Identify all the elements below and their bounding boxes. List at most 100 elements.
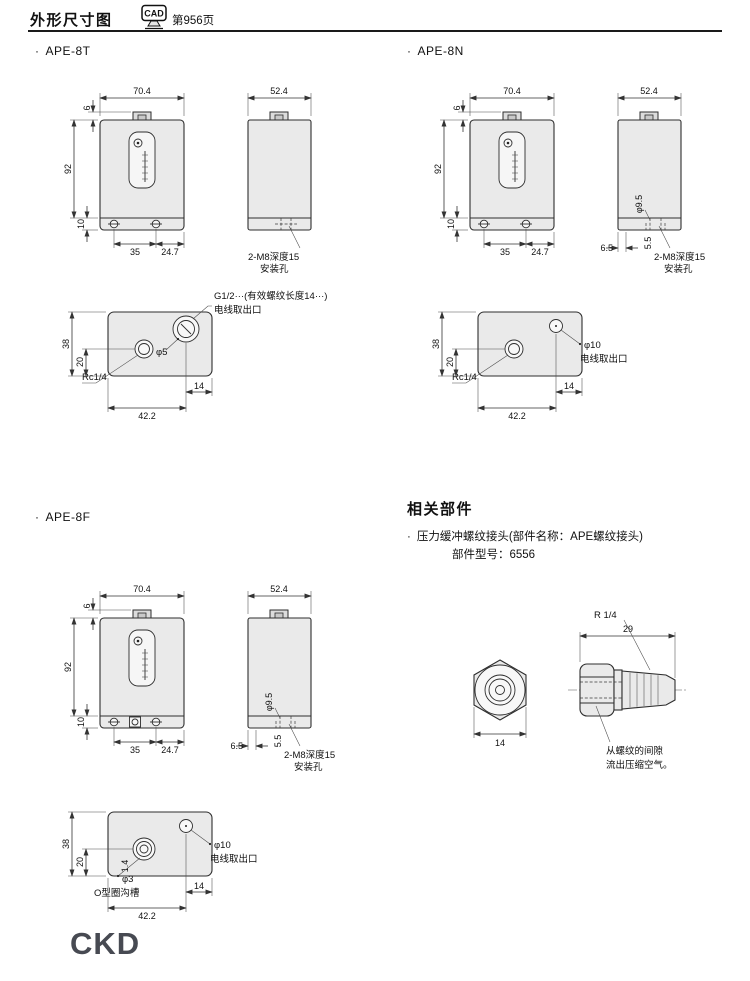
dim-base: 10 [76, 219, 86, 229]
dim-l2: 14 [194, 381, 204, 391]
dim-pitch1: 35 [130, 745, 140, 755]
mount-hole-note2: 安装孔 [664, 263, 693, 275]
dim-p: 20 [75, 357, 85, 367]
dim-depth: 52.4 [270, 86, 288, 96]
mount-hole-note: 2-M8深度15 [654, 251, 705, 263]
dim-length: 29 [623, 624, 633, 634]
dim-pitch1: 35 [500, 247, 510, 257]
ape8n-label: APE-8N [417, 44, 464, 58]
dim-offset: 6.5 [600, 243, 613, 253]
related-desc-text: 压力缓冲螺纹接头(部件名称：APE螺纹接头) [416, 531, 644, 543]
mount-hole-note2: 安装孔 [294, 761, 323, 773]
dim-p: 20 [75, 857, 85, 867]
dim-height: 92 [63, 662, 73, 672]
dim-base: 10 [76, 717, 86, 727]
dim-cb-depth: 5.5 [643, 237, 653, 250]
cad-icon[interactable]: CAD [139, 4, 169, 36]
ckd-logo: CKD [70, 926, 141, 961]
hole-dia-label: φ5 [156, 347, 167, 358]
dim-depth: 52.4 [640, 86, 658, 96]
bullet: · [35, 510, 40, 524]
dim-top: 6 [82, 603, 92, 608]
dim-across-flats: 14 [495, 738, 505, 748]
port-label: Rc1/4 [452, 372, 477, 383]
dim-width: 70.4 [133, 584, 151, 594]
mount-screw-left [108, 219, 120, 229]
dim-depth: 52.4 [270, 584, 288, 594]
dim-p: 20 [445, 357, 455, 367]
dim-l2: 14 [564, 381, 574, 391]
dim-height: 92 [433, 164, 443, 174]
fitting-front-view: 14 [473, 659, 527, 748]
related-parts-title: 相关部件 [407, 501, 474, 518]
ape8f-front-view: 70.4 6 92 10 [63, 584, 185, 755]
fitting-side-view: 29 R 1/4 从螺纹的间隙 流出压缩空气。 [568, 610, 688, 771]
dim-pitch1: 35 [130, 247, 140, 257]
bullet: · [407, 531, 411, 543]
air-note-line1: 从螺纹的间隙 [606, 745, 664, 757]
header-rule [28, 30, 722, 32]
section-label-ape8n: · APE-8N [407, 44, 464, 58]
conduit-label: G1/2···(有效螺纹长度14···) [214, 290, 327, 302]
ape8t-bottom-view: G1/2···(有效螺纹长度14···) 电线取出口 φ5 Rc1/4 38 2… [61, 290, 327, 421]
page-reference[interactable]: 第956页 [172, 15, 215, 27]
dim-l1: 42.2 [138, 911, 156, 921]
dim-top: 6 [452, 105, 462, 110]
dim-d: 38 [61, 839, 71, 849]
thread-label: R 1/4 [594, 610, 617, 621]
dim-pitch2: 24.7 [531, 247, 549, 257]
dim-counterbore: φ9.5 [634, 195, 644, 213]
cad-icon-label: CAD [144, 9, 164, 19]
hole-dia-label: φ10 [584, 340, 601, 351]
drawing-ape8n: 70.4 6 92 10 [431, 86, 705, 421]
dim-counterbore: φ9.5 [264, 693, 274, 711]
dim-height: 92 [63, 164, 73, 174]
mount-hole-note: 2-M8深度15 [284, 749, 335, 761]
drawing-ape8t: 70.4 6 92 10 [61, 86, 327, 421]
bullet: · [407, 44, 412, 58]
drawing-fitting: 14 29 R 1/4 从螺纹的间隙 流出压缩空气。 [473, 610, 688, 771]
dim-width: 70.4 [133, 86, 151, 96]
mount-hole-note2: 安装孔 [260, 263, 289, 275]
oring-dia-label: φ3 [122, 874, 133, 885]
wire-outlet-label: 电线取出口 [210, 853, 258, 865]
dim-offset: 6.5 [230, 741, 243, 751]
mount-screw-left [478, 219, 490, 229]
ape8n-side-view: 52.4 φ9.5 5.5 6.5 2-M8深度15 安装孔 [600, 86, 705, 275]
center-port [129, 716, 141, 728]
ape8t-side-view: 52.4 2-M8深度15 安装孔 [247, 86, 312, 275]
ape8t-label: APE-8T [45, 44, 91, 58]
related-parts-model: 部件型号：6556 [452, 549, 536, 561]
drawing-ape8f: 70.4 6 92 10 [61, 584, 335, 921]
dim-top: 6 [82, 105, 92, 110]
dim-cb-depth: 5.5 [273, 735, 283, 748]
mount-screw-right [150, 717, 162, 727]
bullet: · [35, 44, 40, 58]
dim-l1: 42.2 [508, 411, 526, 421]
mount-screw-right [520, 219, 532, 229]
mount-screw-right [150, 219, 162, 229]
related-parts-desc: · 压力缓冲螺纹接头(部件名称：APE螺纹接头) [407, 528, 643, 544]
ape8n-front-view: 70.4 6 92 10 [433, 86, 555, 257]
ape8f-bottom-view: φ10 电线取出口 1.4 φ3 O型圈沟槽 38 20 14 42.2 [61, 811, 258, 921]
dim-d: 38 [431, 339, 441, 349]
dim-l1: 42.2 [138, 411, 156, 421]
page-title: 外形尺寸图 [30, 12, 113, 29]
wire-outlet-label: 电线取出口 [580, 353, 628, 365]
ape8t-front-view: 70.4 6 92 10 [63, 86, 185, 257]
ape8f-label: APE-8F [45, 510, 91, 524]
dim-d: 38 [61, 339, 71, 349]
dim-width: 70.4 [503, 86, 521, 96]
ape8n-bottom-view: φ10 电线取出口 Rc1/4 38 20 14 42.2 [431, 311, 628, 421]
oring-groove-label: O型圈沟槽 [94, 887, 140, 899]
dim-pitch2: 24.7 [161, 247, 179, 257]
dim-base: 10 [446, 219, 456, 229]
dim-l2: 14 [194, 881, 204, 891]
section-label-ape8t: · APE-8T [35, 44, 91, 58]
air-note-line2: 流出压缩空气。 [606, 759, 673, 771]
port-label: Rc1/4 [82, 372, 107, 383]
dim-groove: 1.4 [120, 860, 130, 873]
ape8f-side-view: 52.4 φ9.5 5.5 6.5 2-M8深度15 安装孔 [230, 584, 335, 773]
dim-pitch2: 24.7 [161, 745, 179, 755]
